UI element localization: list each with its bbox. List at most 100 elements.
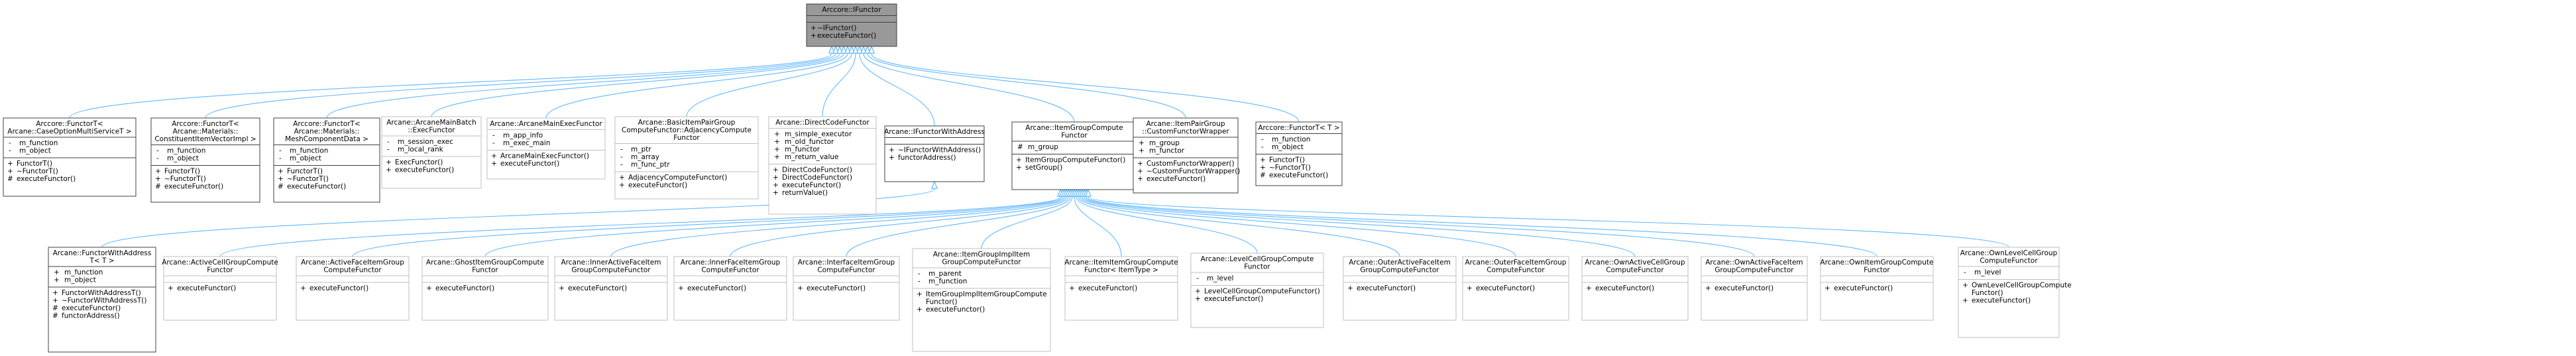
class-title-line: Arcane::CaseOptionMultiServiceT >	[7, 128, 131, 136]
edge-level1-9-arrowhead	[864, 45, 871, 54]
class-box-level2[interactable]: Arcane::ActiveCellGroupComputeFunctor+ex…	[162, 256, 278, 321]
method-visibility: +	[773, 182, 779, 190]
root-class-box[interactable]: Arccore::IFunctor+~IFunctor()+executeFun…	[806, 3, 897, 47]
class-box-level2[interactable]: Arcane::InterfaceItemGroupComputeFunctor…	[793, 256, 900, 321]
class-title-line: Functor	[207, 267, 233, 274]
inheritance-edges	[69, 45, 2009, 257]
class-box-level2[interactable]: Arcane::OuterFaceItemGroupComputeFunctor…	[1462, 256, 1569, 321]
method-name: executeFunctor()	[1204, 295, 1263, 303]
class-box-level2[interactable]: Arcane::OuterActiveFaceItemGroupComputeF…	[1343, 256, 1457, 321]
method-name: FunctorT()	[164, 168, 200, 176]
method-name: OwnLevelCellGroupCompute	[1972, 282, 2072, 290]
class-box-level1[interactable]: Arcane::ArcaneMainBatch::ExecFunctor-m_s…	[381, 116, 482, 189]
edge-level1-8	[863, 53, 1075, 123]
method-visibility: +	[491, 160, 497, 168]
attr-name: m_function	[64, 268, 103, 276]
class-box-level2-frame	[1820, 256, 1934, 321]
attr-visibility: -	[1261, 143, 1264, 151]
class-title-line: Functor	[472, 267, 498, 274]
attr-visibility: -	[1964, 268, 1966, 276]
class-box-level2[interactable]: Arcane::OwnLevelCellGroupComputeFunctor-…	[1958, 247, 2072, 338]
method-name: returnValue()	[782, 189, 828, 197]
method-visibility: +	[278, 168, 284, 176]
class-box-level2[interactable]: Arcane::FunctorWithAddressT< T >+m_funct…	[48, 247, 156, 353]
class-box-level1[interactable]: Arccore::FunctorT<Arcane::Materials::Con…	[150, 117, 260, 203]
class-box-level2[interactable]: Arcane::OwnActiveFaceItemGroupComputeFun…	[1701, 256, 1808, 321]
attr-name: m_function	[167, 147, 205, 155]
class-title-line: ::ExecFunctor	[408, 127, 455, 135]
method-name: executeFunctor()	[817, 32, 876, 40]
class-title-line: Arccore::FunctorT< T >	[1258, 124, 1339, 132]
class-box-level1[interactable]: Arcane::ArcaneMainExecFunctor-m_app_info…	[486, 117, 606, 180]
method-visibility: +	[155, 175, 161, 183]
class-box-level1[interactable]: Arcane::DirectCodeFunctor+m_simple_execu…	[768, 116, 877, 215]
edge-level2-4	[610, 196, 1067, 257]
class-box-level1[interactable]: Arcane::ItemGroupComputeFunctor#m_group+…	[1011, 121, 1137, 190]
edge-level2-7	[981, 196, 1073, 249]
attr-name: m_object	[290, 154, 321, 162]
class-box-level2[interactable]: Arcane::InnerActiveFaceItemGroupComputeF…	[554, 256, 668, 321]
class-title-line: ComputeFunctor	[1606, 267, 1664, 274]
class-box-level2-frame	[163, 256, 277, 321]
method-visibility: +	[1260, 164, 1266, 172]
class-title-line: T< T >	[89, 257, 114, 265]
method-visibility: +	[1962, 297, 1968, 305]
method-visibility: +	[773, 174, 779, 182]
class-box-level2[interactable]: Arcane::ItemGroupImplItemGroupComputeFun…	[912, 248, 1051, 352]
method-visibility: +	[889, 154, 895, 162]
class-box-level2[interactable]: Arcane::InnerFaceItemGroupComputeFunctor…	[673, 256, 787, 321]
edge-level2-5	[730, 196, 1069, 257]
method-name: executeFunctor()	[568, 284, 627, 292]
method-name: setGroup()	[1025, 164, 1062, 172]
class-box-level2[interactable]: Arcane::LevelCellGroupComputeFunctor-m_l…	[1190, 253, 1324, 328]
method-visibility: +	[1195, 295, 1201, 303]
attr-visibility: +	[774, 146, 780, 154]
method-visibility: +	[559, 284, 565, 292]
class-box-level1[interactable]: Arccore::FunctorT< T >-m_function-m_obje…	[1255, 121, 1343, 186]
class-box-level1-frame	[486, 117, 606, 180]
class-box-level1[interactable]: Arccore::FunctorT<Arcane::CaseOptionMult…	[3, 117, 137, 197]
method-visibility: #	[1260, 172, 1266, 180]
class-title-line: ComputeFunctor	[1980, 257, 2038, 265]
class-box-level1[interactable]: Arcane::ItemPairGroup::CustomFunctorWrap…	[1133, 117, 1240, 194]
edge-level1-5	[686, 53, 852, 117]
method-name: ~IFunctor()	[817, 25, 857, 32]
class-box-level1[interactable]: Arccore::FunctorT<Arcane::Materials::Mes…	[273, 117, 380, 203]
edge-level2-14	[1086, 196, 1877, 257]
method-visibility: +	[491, 152, 497, 160]
method-visibility: +	[52, 297, 58, 305]
class-box-level2[interactable]: Arcane::ActiveFaceItemGroupComputeFuncto…	[296, 256, 410, 321]
class-title-line: Arcane::InterfaceItemGroup	[798, 259, 895, 267]
attr-visibility: -	[9, 147, 11, 155]
method-visibility: +	[52, 289, 58, 297]
class-title-line: Arcane::InnerFaceItemGroup	[681, 259, 781, 267]
edge-level1-8-arrowhead	[860, 45, 867, 54]
class-box-level1-frame	[768, 116, 877, 215]
class-box-level1[interactable]: Arcane::IFunctorWithAddress+~IFunctorWit…	[884, 125, 985, 182]
edge-level1-7	[859, 53, 935, 127]
class-title-line: Arcane::OuterActiveFaceItem	[1349, 259, 1451, 267]
attr-visibility: -	[918, 270, 921, 278]
class-title-line: ComputeFunctor	[701, 267, 759, 274]
class-box-level2[interactable]: Arcane::OwnActiveCellGroupComputeFunctor…	[1581, 256, 1689, 321]
method-visibility: +	[1137, 175, 1143, 183]
method-name: functorAddress()	[62, 312, 120, 320]
method-visibility: +	[1137, 160, 1143, 168]
method-name: ~FunctorT()	[17, 168, 58, 176]
edge-level1-3-arrowhead	[840, 45, 847, 54]
method-name: executeFunctor()	[1078, 284, 1137, 292]
class-box-level2[interactable]: Arcane::GhostItemGroupComputeFunctor+exe…	[421, 256, 549, 321]
class-box-level2-frame	[1190, 253, 1324, 328]
class-box-level2-frame	[1701, 256, 1808, 321]
class-title-line: Arccore::FunctorT<	[172, 120, 239, 128]
attr-visibility: -	[1196, 274, 1199, 282]
method-name: executeFunctor()	[309, 284, 368, 292]
method-visibility: +	[773, 189, 779, 197]
class-box-level1[interactable]: Arcane::BasicItemPairGroupComputeFunctor…	[614, 116, 759, 200]
method-name: Functor()	[926, 298, 958, 306]
class-title-line: Arcane::OwnLevelCellGroup	[1960, 249, 2058, 257]
edge-level1-2-arrowhead	[836, 45, 843, 54]
class-box-level2[interactable]: Arcane::OwnItemGroupComputeFunctor+execu…	[1820, 256, 1934, 321]
